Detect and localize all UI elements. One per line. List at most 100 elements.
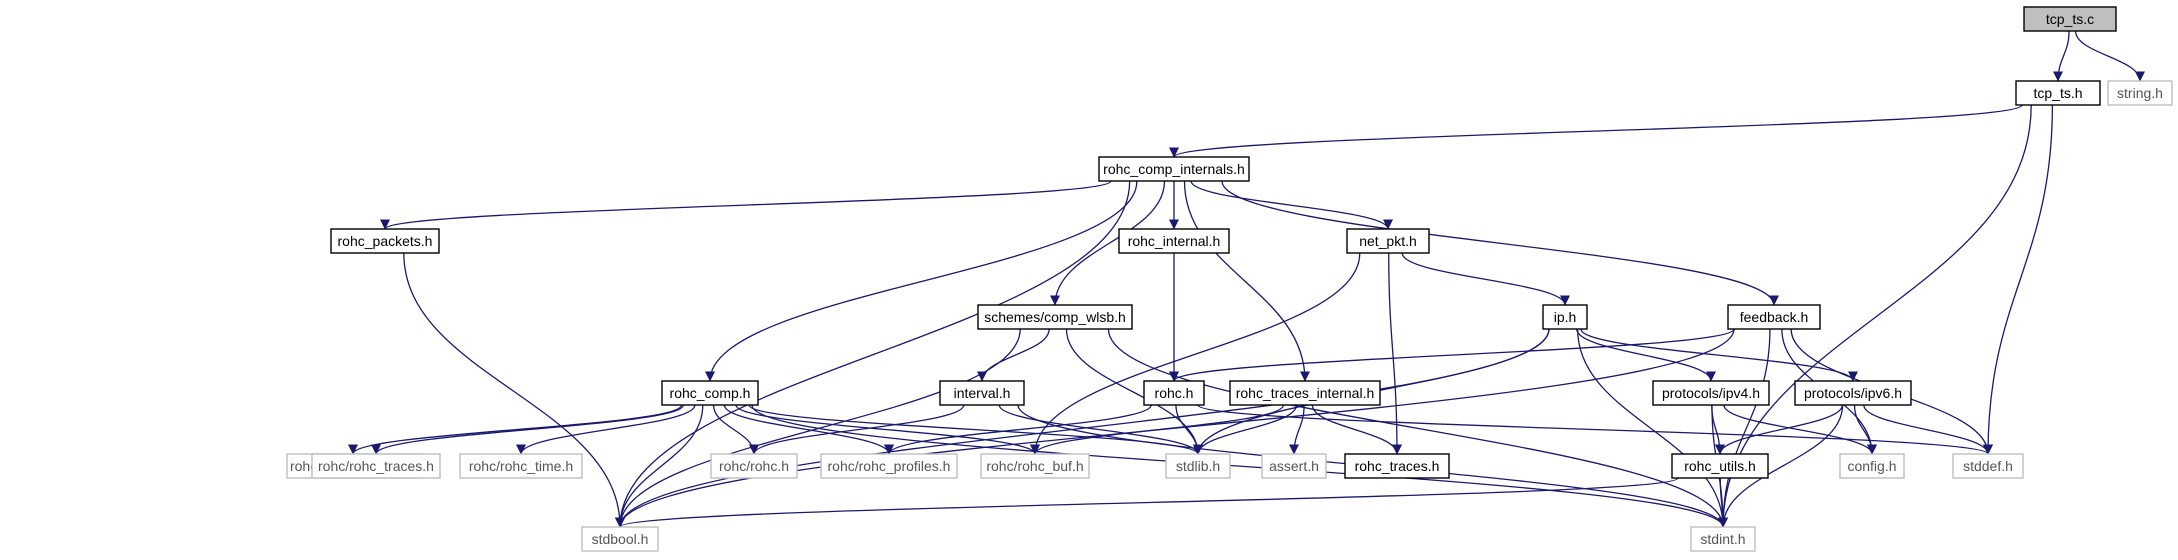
edge-rohc-comp-h-to-rohc-rohc-traces-h	[371, 404, 684, 455]
edge-tcp-ts-h-to-rohc-comp-internals-h	[1169, 104, 2023, 158]
node-label-stdint-h: stdint.h	[1700, 531, 1745, 547]
edge-protocols-ipv6-h-to-config-h	[1853, 404, 1877, 455]
node-layer: tcp_ts.c tcp_ts.h string.h rohc_comp_int…	[286, 6, 2173, 552]
edge-net-pkt-h-to-rohc-traces-h	[1388, 252, 1402, 455]
node-config-h[interactable]: config.h	[1839, 453, 1905, 479]
node-feedback-h[interactable]: feedback.h	[1727, 304, 1821, 330]
edge-ip-h-to-protocols-ipv4-h	[1576, 328, 1716, 382]
edge-rohc-comp-internals-h-to-feedback-h	[1221, 180, 1779, 306]
node-label-rohc-internal-h: rohc_internal.h	[1128, 233, 1221, 249]
node-assert-h[interactable]: assert.h	[1261, 453, 1327, 479]
node-rohc-internal-h[interactable]: rohc_internal.h	[1118, 228, 1230, 254]
node-label-rohc-rohc-h: rohc/rohc.h	[719, 458, 789, 474]
edge-rohc-comp-h-to-rohc-rohc-packets-h	[348, 404, 683, 455]
edge-rohc-comp-internals-h-to-stdbool-h	[615, 180, 1131, 528]
node-label-protocols-ipv6-h: protocols/ipv6.h	[1804, 385, 1902, 401]
node-label-stdlib-h: stdlib.h	[1176, 458, 1220, 474]
node-label-rohc-rohc-profiles-h: rohc/rohc_profiles.h	[828, 458, 951, 474]
node-tcp-ts-h[interactable]: tcp_ts.h	[2015, 80, 2101, 106]
node-rohc-packets-h[interactable]: rohc_packets.h	[330, 228, 440, 254]
edge-protocols-ipv6-h-to-stdint-h	[1718, 404, 1844, 528]
node-label-rohc-comp-h: rohc_comp.h	[670, 385, 751, 401]
node-label-interval-h: interval.h	[954, 385, 1011, 401]
node-label-tcp-ts-c: tcp_ts.c	[2046, 11, 2094, 27]
edge-rohc-h-to-stddef-h	[1197, 404, 1993, 455]
node-rohc-traces-internal-h[interactable]: rohc_traces_internal.h	[1229, 380, 1381, 406]
node-rohc-traces-h[interactable]: rohc_traces.h	[1344, 453, 1450, 479]
edge-protocols-ipv6-h-to-rohc-utils-h	[1715, 404, 1844, 455]
node-rohc-rohc-profiles-h[interactable]: rohc/rohc_profiles.h	[820, 453, 958, 479]
node-label-feedback-h: feedback.h	[1740, 309, 1809, 325]
node-rohc-rohc-traces-h[interactable]: rohc/rohc_traces.h	[311, 453, 441, 479]
edge-feedback-h-to-rohc-h	[1169, 328, 1735, 382]
edge-rohc-comp-internals-h-to-rohc-packets-h	[380, 180, 1112, 230]
edge-layer	[348, 30, 2145, 528]
node-label-rohc-utils-h: rohc_utils.h	[1684, 458, 1756, 474]
edge-rohc-comp-h-to-rohc-rohc-time-h	[516, 404, 696, 455]
edge-rohc-traces-internal-h-to-rohc-rohc-buf-h	[1030, 404, 1285, 455]
node-label-rohc-traces-h: rohc_traces.h	[1355, 458, 1440, 474]
edge-protocols-ipv4-h-to-config-h	[1723, 404, 1877, 455]
edge-interval-h-to-stdlib-h	[998, 404, 1203, 455]
edge-rohc-comp-h-to-rohc-rohc-profiles-h	[723, 404, 894, 455]
node-label-rohc-h: rohc.h	[1155, 385, 1194, 401]
node-string-h[interactable]: string.h	[2107, 80, 2173, 106]
edge-tcp-ts-h-to-stddef-h	[1983, 104, 2054, 455]
edge-rohc-comp-h-to-rohc-rohc-buf-h	[735, 404, 1040, 455]
edge-rohc-comp-internals-h-to-net-pkt-h	[1190, 180, 1393, 230]
node-label-rohc-packets-h: rohc_packets.h	[338, 233, 433, 249]
node-rohc-rohc-time-h[interactable]: rohc/rohc_time.h	[459, 453, 583, 479]
edge-rohc-traces-internal-h-to-assert-h	[1289, 404, 1305, 455]
node-label-config-h: config.h	[1847, 458, 1896, 474]
edge-feedback-h-to-stdint-h	[1718, 328, 1771, 528]
node-label-tcp-ts-h: tcp_ts.h	[2033, 85, 2082, 101]
edge-rohc-comp-h-to-stdint-h	[751, 404, 1728, 528]
node-label-ip-h: ip.h	[1554, 309, 1577, 325]
node-protocols-ipv6-h[interactable]: protocols/ipv6.h	[1794, 380, 1912, 406]
edge-ip-h-to-stdint-h	[1576, 328, 1728, 528]
edge-rohc-utils-h-to-stdint-h	[1717, 477, 1728, 528]
edge-protocols-ipv6-h-to-stddef-h	[1863, 404, 1993, 455]
node-rohc-rohc-buf-h[interactable]: rohc/rohc_buf.h	[980, 453, 1090, 479]
node-label-schemes-comp-wlsb-h: schemes/comp_wlsb.h	[984, 309, 1126, 325]
node-rohc-h[interactable]: rohc.h	[1143, 380, 1205, 406]
edge-rohc-utils-h-to-stdbool-h	[615, 477, 1679, 528]
node-label-net-pkt-h: net_pkt.h	[1359, 233, 1417, 249]
node-label-assert-h: assert.h	[1269, 458, 1319, 474]
node-stdint-h[interactable]: stdint.h	[1690, 526, 1756, 552]
edge-rohc-comp-h-to-stdbool-h	[615, 404, 704, 528]
node-net-pkt-h[interactable]: net_pkt.h	[1346, 228, 1430, 254]
node-label-rohc-traces-internal-h: rohc_traces_internal.h	[1236, 385, 1375, 401]
node-rohc-rohc-h[interactable]: rohc/rohc.h	[710, 453, 798, 479]
edge-tcp-ts-c-to-tcp-ts-h	[2053, 30, 2070, 82]
node-label-rohc-comp-internals-h: rohc_comp_internals.h	[1103, 161, 1245, 177]
edge-schemes-comp-wlsb-h-to-interval-h	[977, 328, 1050, 382]
node-ip-h[interactable]: ip.h	[1542, 304, 1588, 330]
node-tcp-ts-c[interactable]: tcp_ts.c	[2023, 6, 2117, 32]
edge-schemes-comp-wlsb-h-to-stdlib-h	[1065, 328, 1203, 455]
edge-rohc-traces-internal-h-to-rohc-traces-h	[1311, 404, 1402, 455]
edge-interval-h-to-rohc-rohc-h	[749, 404, 965, 455]
node-interval-h[interactable]: interval.h	[939, 380, 1025, 406]
node-label-rohc-rohc-traces-h: rohc/rohc_traces.h	[318, 458, 434, 474]
node-label-rohc-rohc-buf-h: rohc/rohc_buf.h	[986, 458, 1083, 474]
node-label-stddef-h: stddef.h	[1963, 458, 2013, 474]
node-label-protocols-ipv4-h: protocols/ipv4.h	[1662, 385, 1760, 401]
node-rohc-utils-h[interactable]: rohc_utils.h	[1671, 453, 1769, 479]
edge-rohc-traces-internal-h-to-stdlib-h	[1193, 404, 1298, 455]
edge-rohc-comp-internals-h-to-rohc-comp-h	[705, 180, 1138, 382]
node-label-stdbool-h: stdbool.h	[592, 531, 649, 547]
edge-tcp-ts-c-to-string-h	[2074, 30, 2145, 82]
edge-rohc-h-to-rohc-rohc-profiles-h	[884, 404, 1152, 455]
node-rohc-comp-h[interactable]: rohc_comp.h	[661, 380, 759, 406]
node-protocols-ipv4-h[interactable]: protocols/ipv4.h	[1652, 380, 1770, 406]
edge-rohc-comp-internals-h-to-schemes-comp-wlsb-h	[1050, 180, 1166, 306]
node-label-string-h: string.h	[2117, 85, 2163, 101]
node-stdbool-h[interactable]: stdbool.h	[581, 526, 659, 552]
node-schemes-comp-wlsb-h[interactable]: schemes/comp_wlsb.h	[977, 304, 1133, 330]
node-rohc-comp-internals-h[interactable]: rohc_comp_internals.h	[1098, 156, 1250, 182]
edge-ip-h-to-protocols-ipv6-h	[1580, 328, 1858, 382]
node-stdlib-h[interactable]: stdlib.h	[1165, 453, 1231, 479]
node-stddef-h[interactable]: stddef.h	[1952, 453, 2024, 479]
